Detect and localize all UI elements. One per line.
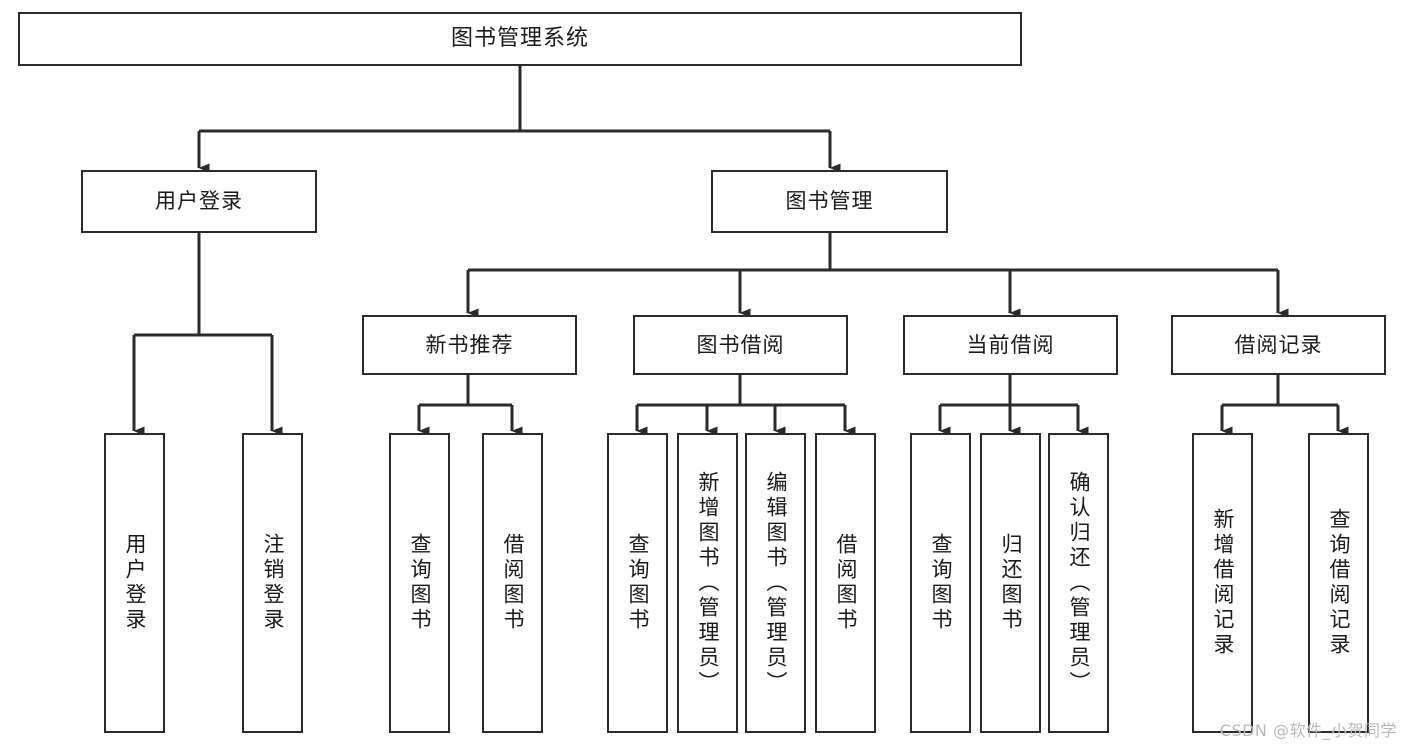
node-label: 编辑图书（管理员）: [764, 470, 788, 696]
node-label: 归还图书: [999, 533, 1023, 633]
leaf-book-borrow-edit-book-admin[interactable]: 编辑图书（管理员）: [745, 433, 806, 733]
node-label: 确认归还（管理员）: [1067, 470, 1091, 696]
leaf-borrow-record-query-record[interactable]: 查询借阅记录: [1308, 433, 1369, 733]
node-label: 借阅记录: [1234, 332, 1323, 357]
node-label: 借阅图书: [834, 533, 858, 633]
node-label: 图书借阅: [696, 332, 785, 357]
node-label: 当前借阅: [966, 332, 1055, 357]
node-root-library-management-system[interactable]: 图书管理系统: [18, 12, 1022, 66]
node-book-borrowing[interactable]: 图书借阅: [633, 315, 848, 375]
node-label: 查询图书: [408, 533, 432, 633]
leaf-user-login-sign-in[interactable]: 用户登录: [104, 433, 165, 733]
leaf-user-login-sign-out[interactable]: 注销登录: [242, 433, 303, 733]
node-label: 查询图书: [929, 533, 953, 633]
node-label: 注销登录: [261, 533, 285, 633]
node-user-login[interactable]: 用户登录: [81, 170, 317, 233]
node-label: 用户登录: [155, 189, 243, 214]
node-label: 查询图书: [626, 533, 650, 633]
node-label: 图书管理: [785, 189, 874, 214]
leaf-new-book-query-books[interactable]: 查询图书: [389, 433, 450, 733]
node-label: 查询借阅记录: [1327, 508, 1351, 658]
node-label: 图书管理系统: [450, 26, 589, 52]
leaf-current-borrow-confirm-return-admin[interactable]: 确认归还（管理员）: [1048, 433, 1109, 733]
node-label: 新增图书（管理员）: [696, 470, 720, 696]
node-label: 借阅图书: [501, 533, 525, 633]
node-label: 用户登录: [123, 533, 147, 633]
node-label: 新书推荐: [425, 332, 514, 357]
node-borrowing-records[interactable]: 借阅记录: [1171, 315, 1386, 375]
leaf-book-borrow-add-book-admin[interactable]: 新增图书（管理员）: [677, 433, 738, 733]
leaf-current-borrow-query-books[interactable]: 查询图书: [910, 433, 971, 733]
leaf-book-borrow-borrow-books[interactable]: 借阅图书: [815, 433, 876, 733]
node-book-management[interactable]: 图书管理: [711, 170, 948, 233]
csdn-watermark: CSDN @软件_小贺同学: [1219, 721, 1397, 740]
node-label: 新增借阅记录: [1211, 508, 1235, 658]
node-current-borrowing[interactable]: 当前借阅: [903, 315, 1118, 375]
leaf-current-borrow-return-books[interactable]: 归还图书: [980, 433, 1041, 733]
leaf-new-book-borrow-books[interactable]: 借阅图书: [482, 433, 543, 733]
leaf-borrow-record-add-record[interactable]: 新增借阅记录: [1192, 433, 1253, 733]
leaf-book-borrow-query-books[interactable]: 查询图书: [607, 433, 668, 733]
node-new-book-recommendation[interactable]: 新书推荐: [362, 315, 577, 375]
